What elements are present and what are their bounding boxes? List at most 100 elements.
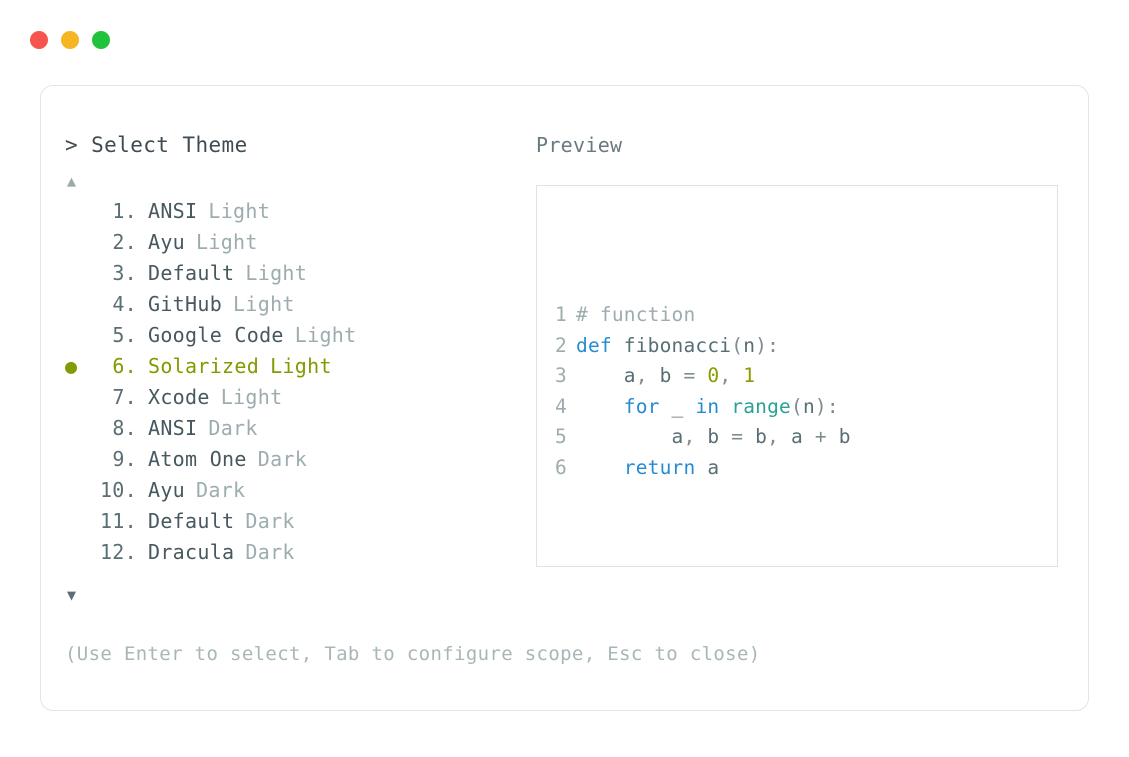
code-token: range [731,394,791,418]
code-token: = [671,364,708,387]
code-token: for [623,394,660,418]
theme-name: Ayu [148,478,186,502]
theme-variant: Dark [245,540,295,564]
selected-bullet-icon: ● [65,258,91,289]
code-token [576,364,624,387]
theme-index: 8. [112,416,137,440]
code-token: ( [791,394,803,418]
code-token [576,395,624,418]
code-token: # function [576,303,696,326]
keyboard-hint: (Use Enter to select, Tab to configure s… [65,643,761,665]
line-number: 1 [555,303,567,326]
theme-list-item[interactable]: ● 10. Ayu Dark [65,475,535,506]
close-icon[interactable] [30,31,48,49]
code-token: in [695,394,720,418]
code-token [612,334,624,357]
code-token: def [576,333,612,357]
code-line: 1 # function [555,300,1057,331]
theme-index: 10. [99,478,137,502]
code-line: 6 return a [555,453,1057,484]
code-token: , [683,425,708,448]
theme-name: Default [148,509,235,533]
code-token: _ [671,394,684,418]
code-token [576,425,672,448]
code-token: = [719,425,756,448]
code-token: a [791,425,803,448]
code-token: ( [731,333,744,357]
code-token: a [623,364,636,387]
selected-bullet-icon: ● [65,444,91,475]
code-line: 4 for _ in range(n): [555,392,1057,423]
code-line: 3 a, b = 0, 1 [555,361,1057,392]
code-token: b [755,425,768,448]
theme-name: Atom One [148,447,247,471]
theme-index: 2. [112,230,137,254]
theme-variant: Dark [196,478,246,502]
selected-bullet-icon: ● [65,320,91,351]
code-token: a [707,455,720,479]
maximize-icon[interactable] [92,31,110,49]
page-title-text: Select Theme [91,133,248,157]
prompt-caret-icon: > [65,133,79,157]
line-number: 2 [555,333,567,357]
code-token: b [707,425,720,448]
theme-list: ●1.ANSILight●2.AyuLight●3.DefaultLight●4… [65,196,535,568]
theme-list-item[interactable]: ● 8. ANSI Dark [65,413,535,444]
theme-selector-pane: > Select Theme ▲ ●1.ANSILight●2.AyuLight… [65,132,535,608]
code-token: + [802,425,839,448]
theme-index: 1. [112,199,137,223]
page-title: > Select Theme [65,132,535,158]
selected-bullet-icon: ● [65,537,91,568]
code-token: return [623,455,696,479]
theme-index: 11. [99,509,137,533]
line-number: 6 [555,455,567,479]
theme-index: 3. [112,261,137,285]
scroll-down-icon[interactable]: ▼ [67,586,77,604]
theme-name: Ayu [148,230,186,254]
theme-variant: Light [233,292,295,316]
theme-variant: Light [208,199,271,223]
code-token: a [671,425,684,448]
code-token: ): [814,394,839,418]
theme-index: 7. [112,385,137,409]
theme-variant: Light [196,230,258,254]
minimize-icon[interactable] [61,31,79,49]
code-token: fibonacci [623,333,732,357]
code-token: , [635,364,660,387]
theme-name: Solarized [148,354,260,378]
theme-name: ANSI [148,199,198,223]
theme-name: Google Code [148,323,284,347]
theme-list-item[interactable]: ● 2. Ayu Light [65,227,535,258]
selected-bullet-icon: ● [65,227,91,258]
selected-bullet-icon: ● [65,475,91,506]
code-token: b [659,364,672,387]
selected-bullet-icon: ● [65,413,91,444]
theme-variant: Light [220,385,283,409]
theme-variant: Dark [208,416,258,440]
line-number: 4 [555,394,567,418]
code-token: n [743,333,756,357]
code-token [695,456,707,479]
theme-name: ANSI [148,416,198,440]
theme-name: GitHub [148,292,223,316]
theme-variant: Dark [257,447,308,471]
scroll-up-icon[interactable]: ▲ [67,172,77,190]
code-token: ): [755,333,780,357]
theme-index: 4. [112,292,137,316]
code-token [660,395,672,418]
code-token: b [838,425,851,448]
theme-name: Dracula [148,540,235,564]
line-number: 5 [555,425,567,448]
